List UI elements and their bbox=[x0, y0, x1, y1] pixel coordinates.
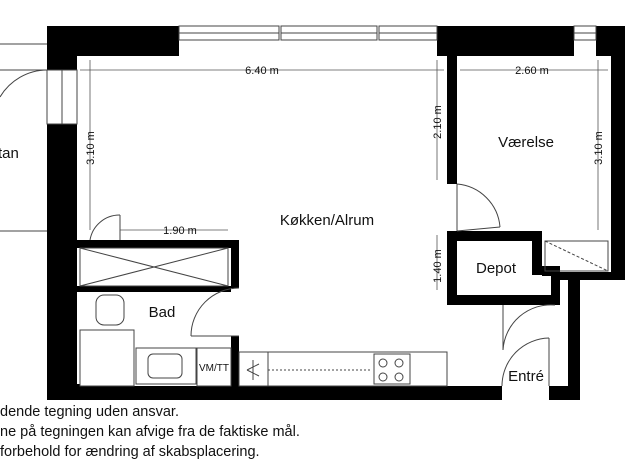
room-label-entry: Entré bbox=[508, 368, 544, 385]
room-label-kitchen: Køkken/Alrum bbox=[280, 212, 374, 229]
dim-kitchen-width: 6.40 m bbox=[245, 65, 279, 77]
top-windows bbox=[178, 25, 597, 41]
doors bbox=[89, 183, 556, 387]
dim-kitchen-left-depth: 3.10 m bbox=[85, 131, 97, 165]
exterior-walls bbox=[47, 26, 625, 400]
room-label-room: Værelse bbox=[498, 134, 554, 151]
room-label-altan: tan bbox=[0, 145, 19, 162]
dim-room-depth: 3.10 m bbox=[593, 131, 605, 165]
balcony-door bbox=[0, 43, 78, 232]
disclaimer-line-1: dende tegning uden ansvar. bbox=[0, 404, 179, 420]
kitchen-counter bbox=[238, 351, 448, 387]
bath-fixtures bbox=[79, 294, 232, 387]
disclaimer-line-2: ne på tegningen kan afvige fra de faktis… bbox=[0, 424, 300, 440]
dimension-lines bbox=[80, 60, 608, 290]
dim-room-width: 2.60 m bbox=[515, 65, 549, 77]
room-label-storage: Depot bbox=[476, 260, 517, 277]
dim-kitchen-right-upper: 2.10 m bbox=[432, 105, 444, 139]
disclaimer-line-3: forbehold for ændring af skabsplacering. bbox=[0, 444, 260, 460]
room-label-bath: Bad bbox=[149, 304, 176, 321]
floor-plan: 6.40 m 2.60 m 3.10 m 2.10 m 1.40 m 3.10 … bbox=[0, 25, 625, 400]
disclaimer: dende tegning uden ansvar. ne på tegning… bbox=[0, 402, 625, 462]
fixture-label-washer-dryer: VM/TT bbox=[199, 363, 229, 374]
closet bbox=[79, 240, 609, 287]
dim-bath-width: 1.90 m bbox=[163, 225, 197, 237]
dim-kitchen-right-lower: 1.40 m bbox=[432, 249, 444, 283]
